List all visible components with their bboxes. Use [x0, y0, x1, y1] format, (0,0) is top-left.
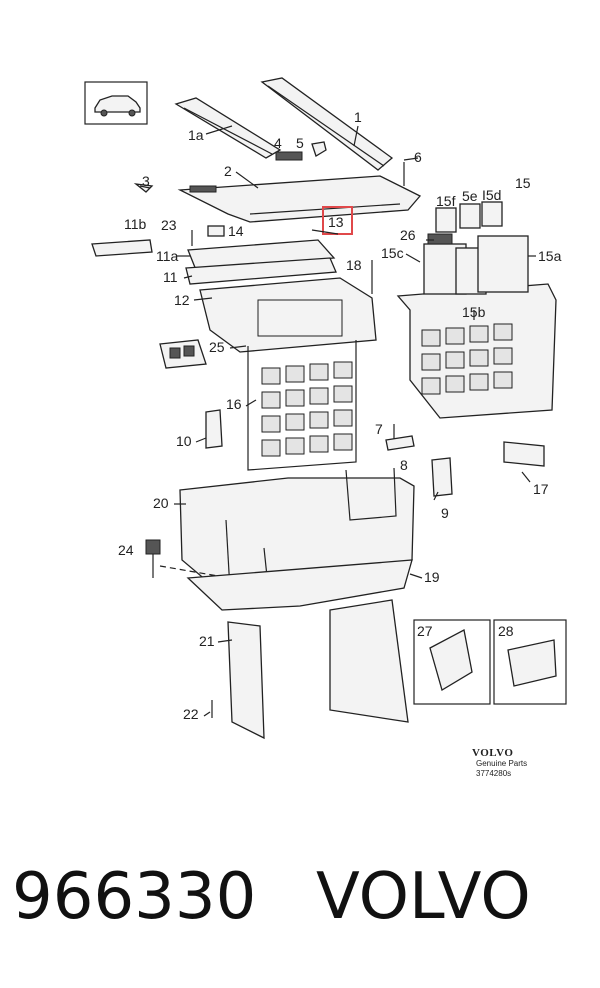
callout-1: 1	[354, 109, 362, 125]
callout-2: 2	[224, 163, 232, 179]
fuse-inset-28	[493, 619, 567, 705]
clip-part-4	[275, 151, 303, 161]
callout-28: 28	[498, 623, 514, 639]
callout-labels: 1 1a 2 3 4 5 6 7 8 9 10 11 11a 11b 12 13…	[118, 109, 562, 722]
cover-part	[260, 77, 394, 171]
callout-10: 10	[176, 433, 192, 449]
callout-14: 14	[228, 223, 244, 239]
callout-25: 25	[209, 339, 225, 355]
brand-ref: 3774280s	[476, 769, 511, 778]
fuse-strip-part-11	[185, 257, 337, 285]
clip-part-9	[431, 457, 453, 497]
connector-part-14	[207, 225, 225, 237]
callout-9: 9	[441, 505, 449, 521]
bracket-part-11b	[91, 239, 153, 257]
callout-15: 15	[515, 175, 531, 191]
lid-part	[177, 175, 422, 223]
callout-15d: I5d	[482, 187, 501, 203]
relay-block-part	[396, 201, 557, 419]
relay-part-17	[503, 441, 545, 467]
callout-16: 16	[226, 396, 242, 412]
callout-17: 17	[533, 481, 549, 497]
gasket-part	[174, 97, 282, 159]
callout-11b: 11b	[124, 216, 147, 232]
part-number: 966330	[12, 860, 257, 934]
brand-genuine: Genuine Parts	[476, 759, 527, 768]
caption: 966330 VOLVO	[0, 860, 600, 960]
connector-part-25	[159, 339, 207, 369]
callout-8: 8	[400, 457, 408, 473]
callout-13: 13	[328, 214, 344, 230]
fuse-holder-part	[199, 277, 377, 471]
callout-11a: 11a	[156, 248, 179, 264]
callout-27: 27	[417, 623, 433, 639]
leader-lines	[139, 125, 536, 717]
callout-5: 5	[296, 135, 304, 151]
callout-7: 7	[375, 421, 383, 437]
fuse-inset-27	[413, 619, 491, 705]
callout-15e: 5e	[462, 188, 478, 204]
make-name: VOLVO	[316, 860, 531, 934]
bracket-part-21	[211, 621, 265, 740]
base-part	[186, 559, 413, 611]
callout-26: 26	[400, 227, 416, 243]
clip-part-10	[205, 409, 223, 449]
callout-15c: 15c	[381, 245, 404, 261]
callout-24: 24	[118, 542, 134, 558]
exploded-parts-diagram: 1 1a 2 3 4 5 6 7 8 9 10 11 11a 11b 12 13…	[84, 77, 567, 778]
clip-part-5	[311, 141, 327, 157]
clip-part-8	[385, 435, 415, 451]
support-part	[329, 599, 409, 723]
callout-1a: 1a	[188, 127, 204, 143]
callout-23: 23	[161, 217, 177, 233]
callout-15a: 15a	[538, 248, 562, 264]
callout-11: 11	[163, 269, 178, 285]
callout-22: 22	[183, 706, 199, 722]
callout-15f: 15f	[436, 193, 456, 209]
callout-4: 4	[274, 135, 282, 151]
grommet-part-24	[145, 539, 219, 578]
volvo-genuine-parts-logo: VOLVO Genuine Parts 3774280s	[472, 747, 527, 778]
callout-3: 3	[142, 173, 150, 189]
callout-20: 20	[153, 495, 169, 511]
car-thumbnail	[84, 81, 148, 125]
callout-19: 19	[424, 569, 440, 585]
fuse-strip-part-11a	[187, 239, 336, 271]
callout-18: 18	[346, 257, 362, 273]
callout-6: 6	[414, 149, 422, 165]
callout-12: 12	[174, 292, 190, 308]
brand-logo: VOLVO	[472, 747, 513, 759]
callout-21: 21	[199, 633, 215, 649]
